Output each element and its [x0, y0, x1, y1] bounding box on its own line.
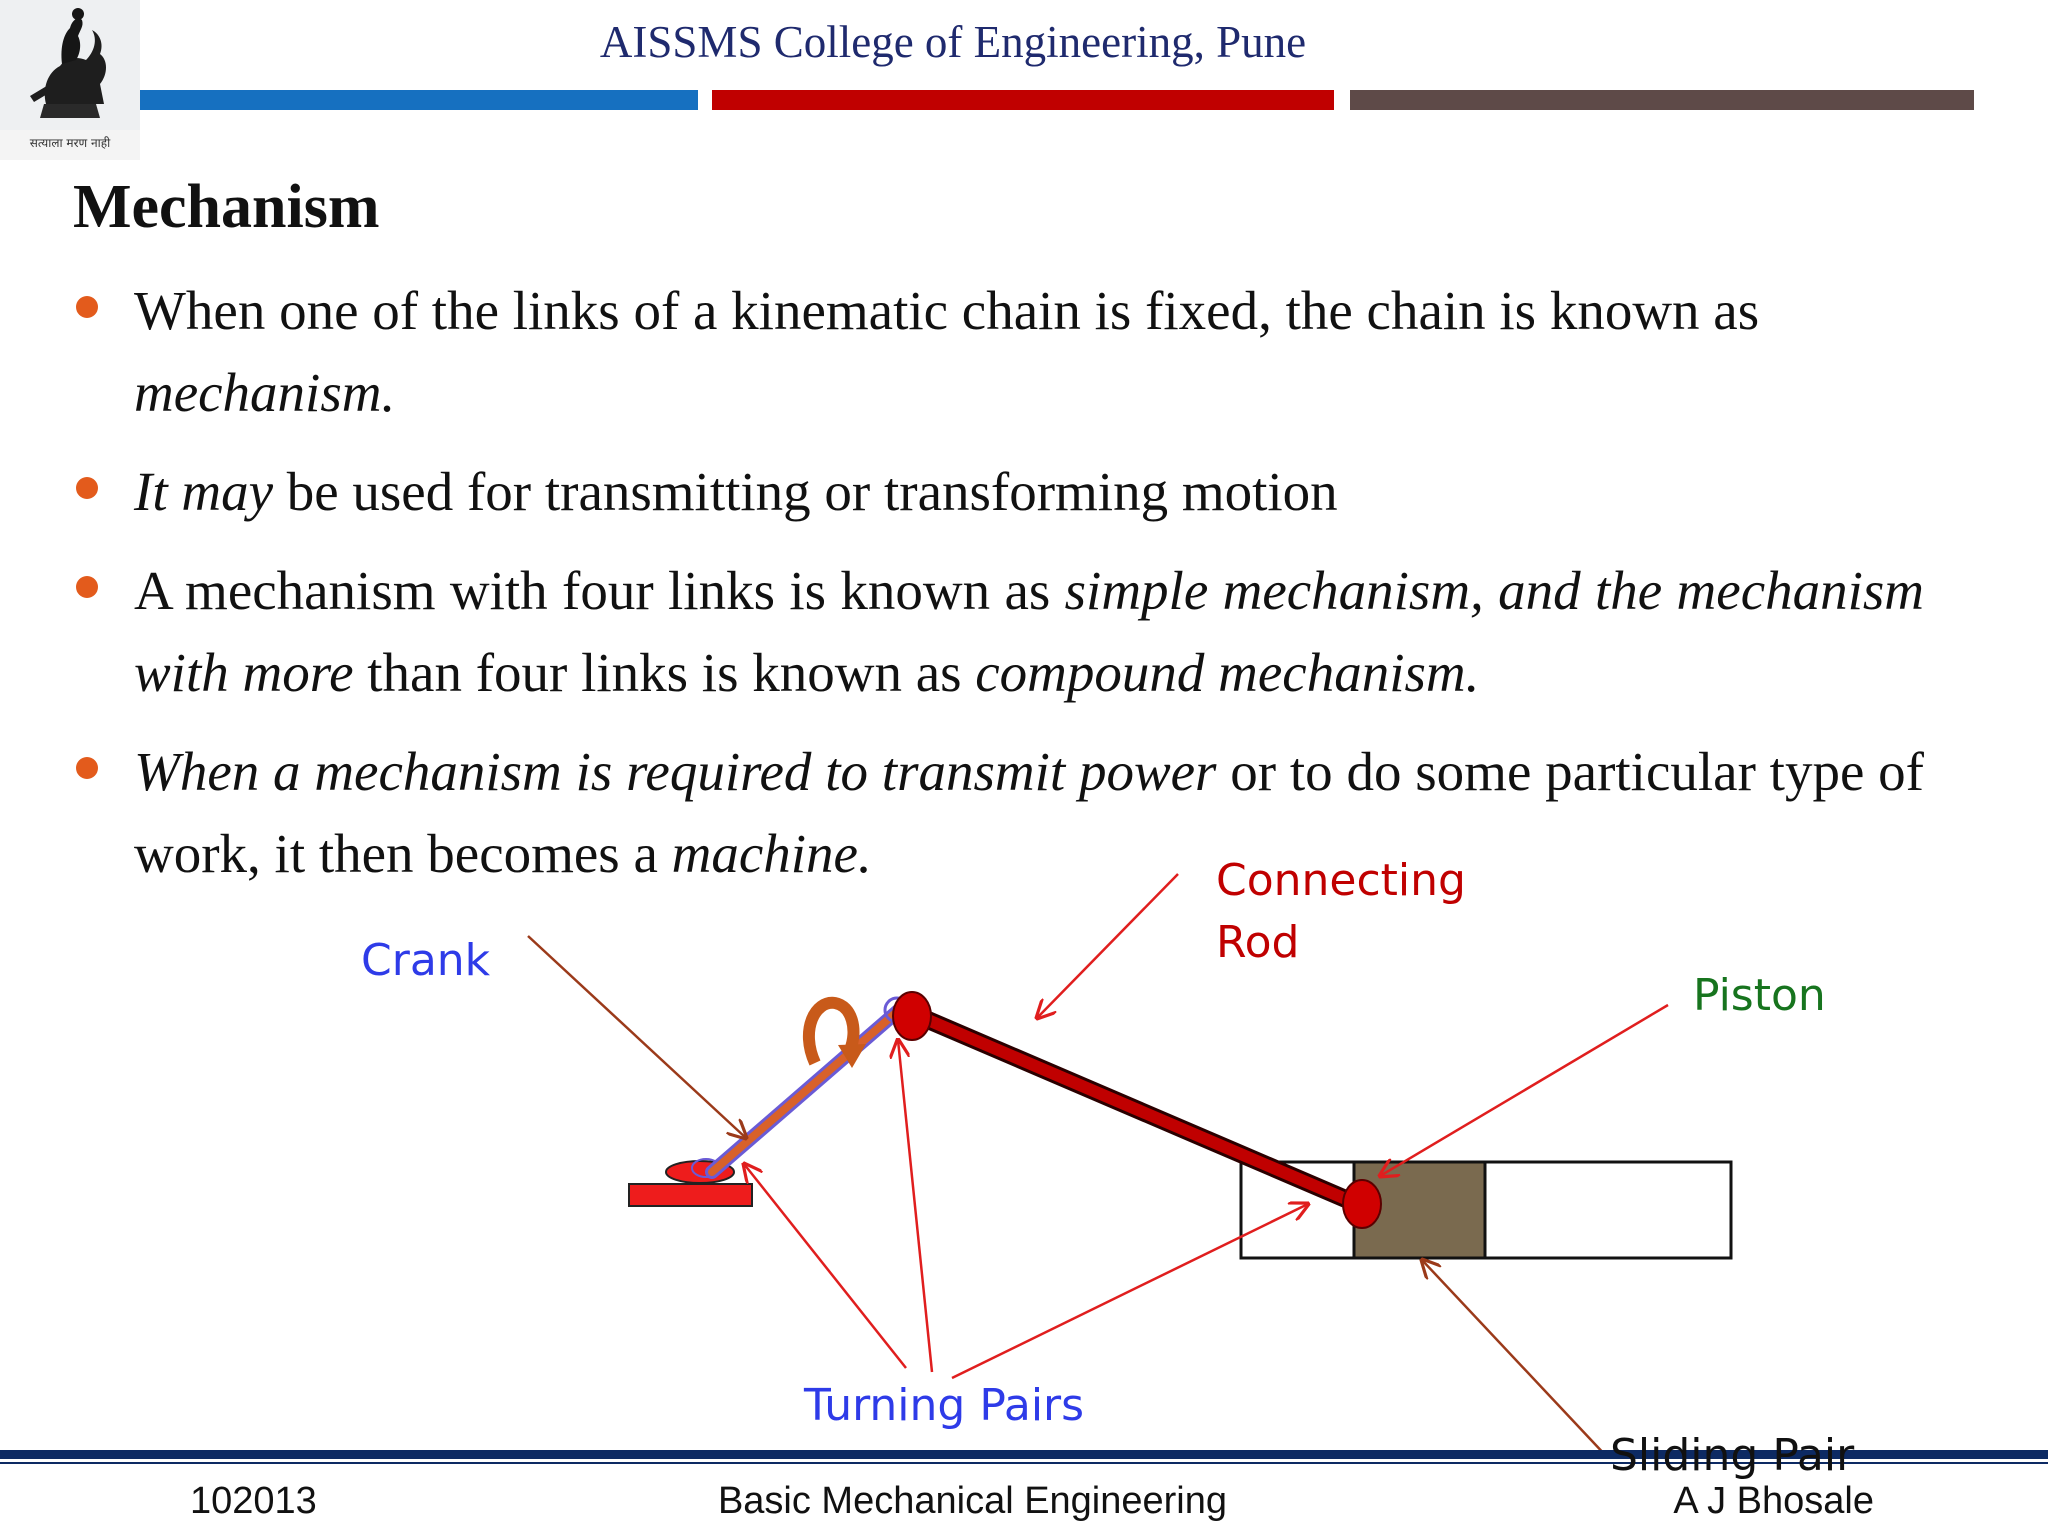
rod-arrow: [1037, 873, 1179, 1018]
header-bar-blue: [140, 90, 698, 110]
footer-course-code: 102013: [190, 1480, 317, 1522]
bullet-text-italic: It may: [134, 461, 273, 522]
ground-link: [628, 1183, 753, 1207]
header-bar-brown: [1350, 90, 1974, 110]
bullet-item: When a mechanism is required to transmit…: [76, 731, 1924, 895]
bullet-text: When one of the links of a kinematic cha…: [134, 280, 1760, 341]
footer-rule: [0, 1450, 2048, 1459]
label-sliding-pair: Sliding Pair: [1610, 1430, 1855, 1481]
bullet-item: When one of the links of a kinematic cha…: [76, 270, 1924, 434]
statue-icon: [0, 0, 140, 130]
gudgeon-pin-joint: [1342, 1179, 1382, 1229]
label-piston: Piston: [1693, 970, 1826, 1021]
footer-rule-thin: [0, 1462, 2048, 1464]
slide-title: Mechanism: [73, 173, 380, 241]
bullet-item: A mechanism with four links is known as …: [76, 550, 1925, 714]
bullet-text-italic: machine.: [671, 823, 872, 884]
bullet-text-italic: mechanism.: [134, 362, 396, 423]
connecting-rod: [908, 1008, 1368, 1212]
crank-link: [708, 1000, 910, 1176]
college-logo: सत्याला मरण नाही: [0, 0, 140, 160]
sliding-pair-arrow: [1422, 1260, 1609, 1459]
header-bar-red: [712, 90, 1334, 110]
label-crank: Crank: [361, 935, 491, 986]
turning-pair-arrow-2: [898, 1040, 934, 1373]
header-title: AISSMS College of Engineering, Pune: [599, 17, 1307, 67]
label-turning-pairs: Turning Pairs: [804, 1380, 1085, 1431]
crank-pin-joint: [892, 991, 932, 1041]
bullet-text: than four links is known as: [353, 642, 976, 703]
rotation-arrowhead-icon: [838, 1044, 866, 1068]
piston-arrow: [1380, 1003, 1669, 1176]
turning-pair-arrow-3: [951, 1204, 1308, 1380]
crank-arrow: [527, 935, 746, 1138]
bullet-text: be used for transmitting or transforming…: [272, 461, 1338, 522]
bullet-text: or to do some particular type of work, i…: [134, 741, 1924, 884]
bullet-item: It may be used for transmitting or trans…: [76, 451, 1924, 533]
bullet-list: When one of the links of a kinematic cha…: [76, 270, 1925, 895]
label-connecting-rod-line2: Rod: [1216, 917, 1300, 968]
rotation-arrow-icon: [802, 996, 860, 1066]
label-connecting-rod: Connecting Rod: [1216, 850, 1516, 974]
footer-author: A J Bhosale: [1673, 1480, 1874, 1522]
bullet-text-italic: compound mechanism.: [975, 642, 1480, 703]
bullet-text-italic: When a mechanism is required to transmit…: [134, 741, 1217, 802]
turning-pair-arrow-1: [744, 1164, 907, 1369]
label-connecting-rod-line1: Connecting: [1216, 855, 1466, 906]
bullet-text: A mechanism with four links is known as: [134, 560, 1065, 621]
logo-motto: सत्याला मरण नाही: [29, 136, 111, 150]
footer-course-name: Basic Mechanical Engineering: [717, 1480, 1228, 1522]
bullet-text-italic: simple mechanism, and the mechanism with…: [134, 560, 1925, 703]
